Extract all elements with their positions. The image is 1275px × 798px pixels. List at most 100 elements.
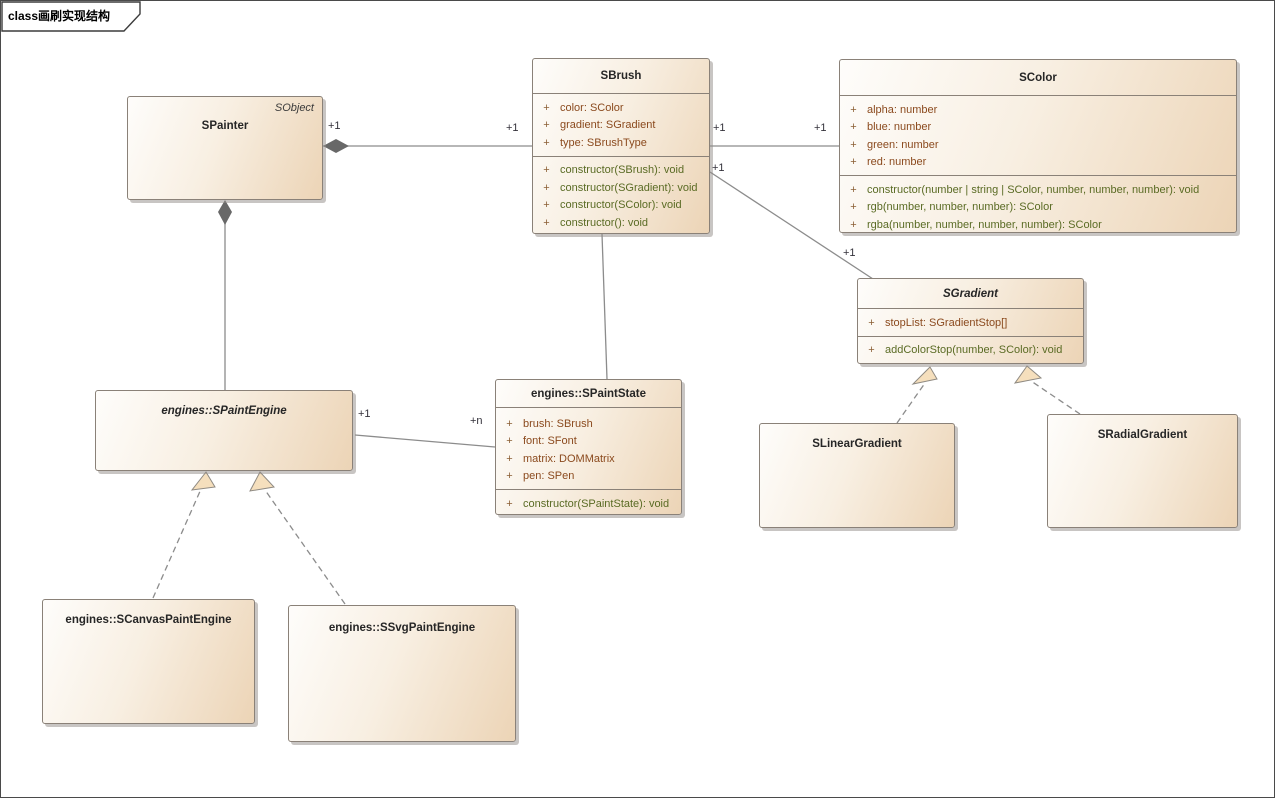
- attribute-row[interactable]: + red: number: [840, 154, 1236, 172]
- generalization-ssvg-spaintengine[interactable]: [264, 489, 346, 605]
- attribute-text: type: SBrushType: [560, 136, 647, 149]
- composition-diamond-icon: [323, 139, 349, 153]
- visibility-plus: +: [506, 497, 513, 510]
- attribute-row[interactable]: + type: SBrushType: [533, 134, 709, 152]
- attribute-text: red: number: [867, 156, 927, 169]
- visibility-plus: +: [506, 435, 513, 448]
- attribute-row[interactable]: + color: SColor: [533, 99, 709, 117]
- multiplicity-label: +1: [814, 122, 827, 134]
- attribute-text: alpha: number: [867, 103, 938, 116]
- class-name: SLinearGradient: [812, 438, 902, 450]
- association-paintengine-paintstate[interactable]: [354, 434, 496, 448]
- attribute-text: color: SColor: [560, 101, 624, 114]
- operation-text: constructor(number | string | SColor, nu…: [867, 183, 1200, 196]
- visibility-plus: +: [543, 101, 550, 114]
- generalization-arrowhead-icon: [1013, 365, 1043, 384]
- class-spaintstate[interactable]: engines::SPaintState + brush: SBrush + f…: [495, 379, 682, 515]
- class-name: engines::SSvgPaintEngine: [328, 622, 476, 634]
- operation-text: rgba(number, number, number, number): SC…: [867, 218, 1102, 231]
- operation-text: rgb(number, number, number): SColor: [867, 201, 1053, 214]
- multiplicity-label: +1: [713, 122, 726, 134]
- visibility-plus: +: [543, 216, 550, 229]
- class-slineargradient[interactable]: SLinearGradient: [759, 423, 955, 528]
- attribute-row[interactable]: + blue: number: [840, 119, 1236, 137]
- class-sradialgradient[interactable]: SRadialGradient: [1047, 414, 1238, 528]
- operation-row[interactable]: + constructor(SColor): void: [533, 197, 709, 215]
- generalization-sradial-sgradient[interactable]: [1030, 380, 1081, 415]
- operation-text: constructor(SPaintState): void: [523, 497, 670, 510]
- class-name: SPainter: [201, 120, 249, 132]
- multiplicity-label: +1: [328, 120, 341, 132]
- attribute-text: gradient: SGradient: [560, 119, 656, 132]
- class-name: SColor: [1019, 71, 1057, 84]
- visibility-plus: +: [543, 136, 550, 149]
- operation-text: constructor(SColor): void: [560, 199, 682, 212]
- generalization-scanvas-spaintengine[interactable]: [152, 488, 202, 599]
- operation-row[interactable]: + constructor(): void: [533, 214, 709, 232]
- visibility-plus: +: [506, 417, 513, 430]
- association-brush-gradient[interactable]: [709, 171, 874, 280]
- class-ssvgpaintengine[interactable]: engines::SSvgPaintEngine: [288, 605, 516, 742]
- operation-text: constructor(): void: [560, 216, 649, 229]
- class-name: engines::SPaintState: [530, 387, 647, 400]
- attribute-text: blue: number: [867, 121, 932, 134]
- class-name: SBrush: [600, 70, 642, 82]
- class-spaintengine[interactable]: engines::SPaintEngine: [95, 390, 353, 471]
- visibility-plus: +: [850, 183, 857, 196]
- operations-compartment: + constructor(SPaintState): void: [496, 489, 681, 517]
- attribute-text: font: SFont: [523, 435, 577, 448]
- operation-text: constructor(SGradient): void: [560, 181, 698, 194]
- class-name: SRadialGradient: [1097, 429, 1188, 441]
- visibility-plus: +: [850, 201, 857, 214]
- class-sbrush[interactable]: SBrush + color: SColor + gradient: SGrad…: [532, 58, 710, 234]
- attribute-row[interactable]: + brush: SBrush: [496, 415, 681, 433]
- attribute-text: matrix: DOMMatrix: [523, 452, 615, 465]
- class-scanvaspaintengine[interactable]: engines::SCanvasPaintEngine: [42, 599, 255, 724]
- operation-row[interactable]: + constructor(SPaintState): void: [496, 495, 681, 513]
- operation-row[interactable]: + constructor(number | string | SColor, …: [840, 181, 1236, 199]
- attribute-row[interactable]: + stopList: SGradientStop[]: [858, 314, 1083, 332]
- class-spainter[interactable]: SObject SPainter: [127, 96, 323, 200]
- generalization-arrowhead-icon: [190, 471, 216, 491]
- visibility-plus: +: [543, 164, 550, 177]
- visibility-plus: +: [543, 181, 550, 194]
- attributes-compartment: + brush: SBrush + font: SFont + matrix: …: [496, 407, 681, 489]
- operation-row[interactable]: + constructor(SBrush): void: [533, 162, 709, 180]
- class-scolor[interactable]: SColor + alpha: number + blue: number + …: [839, 59, 1237, 233]
- visibility-plus: +: [850, 218, 857, 231]
- multiplicity-label: +1: [843, 247, 856, 259]
- class-sgradient[interactable]: SGradient + stopList: SGradientStop[] + …: [857, 278, 1084, 364]
- attributes-compartment: + color: SColor + gradient: SGradient + …: [533, 93, 709, 156]
- visibility-plus: +: [868, 344, 875, 357]
- attribute-row[interactable]: + green: number: [840, 136, 1236, 154]
- generalization-arrowhead-icon: [911, 366, 938, 385]
- attribute-text: brush: SBrush: [523, 417, 593, 430]
- visibility-plus: +: [850, 121, 857, 134]
- attribute-row[interactable]: + pen: SPen: [496, 468, 681, 486]
- association-brush-paintstate[interactable]: [601, 233, 608, 380]
- operations-compartment: + constructor(SBrush): void + constructo…: [533, 155, 709, 236]
- attribute-text: stopList: SGradientStop[]: [885, 316, 1008, 329]
- operation-text: addColorStop(number, SColor): void: [885, 344, 1063, 357]
- operation-row[interactable]: + rgb(number, number, number): SColor: [840, 199, 1236, 217]
- class-name: engines::SCanvasPaintEngine: [65, 614, 232, 626]
- visibility-plus: +: [850, 138, 857, 151]
- attribute-text: green: number: [867, 138, 939, 151]
- multiplicity-label: +1: [358, 408, 371, 420]
- visibility-plus: +: [850, 103, 857, 116]
- attribute-row[interactable]: + font: SFont: [496, 433, 681, 451]
- frame-tab: [1, 1, 141, 32]
- operation-row[interactable]: + constructor(SGradient): void: [533, 179, 709, 197]
- attribute-row[interactable]: + gradient: SGradient: [533, 117, 709, 135]
- visibility-plus: +: [868, 316, 875, 329]
- operation-row[interactable]: + addColorStop(number, SColor): void: [858, 342, 1083, 360]
- visibility-plus: +: [543, 119, 550, 132]
- generalization-slinear-sgradient[interactable]: [896, 382, 926, 424]
- operation-row[interactable]: + rgba(number, number, number, number): …: [840, 216, 1236, 234]
- attribute-row[interactable]: + matrix: DOMMatrix: [496, 450, 681, 468]
- stereotype-label: SObject: [274, 102, 314, 114]
- attribute-row[interactable]: + alpha: number: [840, 101, 1236, 119]
- attribute-text: pen: SPen: [523, 470, 575, 483]
